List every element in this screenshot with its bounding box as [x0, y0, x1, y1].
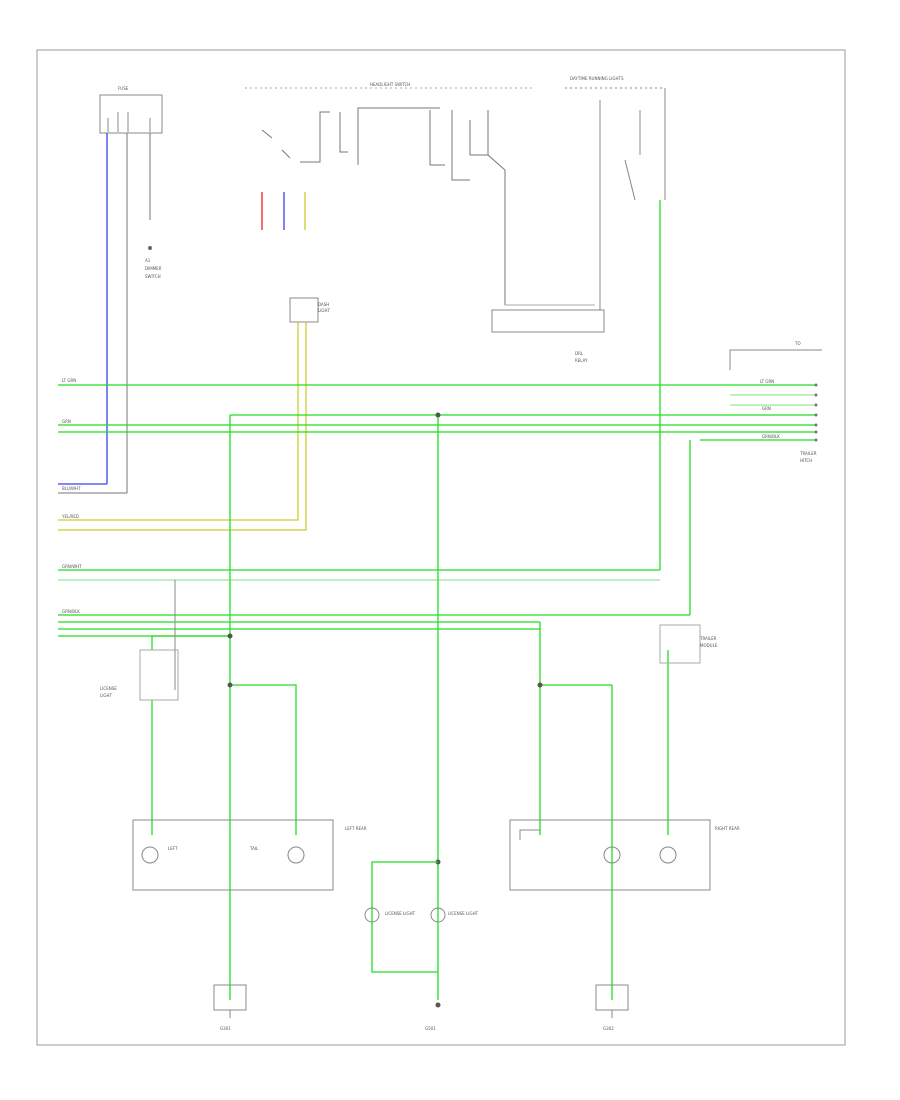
fuse-block-label: FUSE — [118, 86, 129, 91]
svg-text:LEFT: LEFT — [168, 846, 178, 851]
svg-text:A1: A1 — [145, 258, 151, 263]
wire-label-left-6: GRN/BLK — [62, 609, 80, 614]
license-lights — [364, 861, 446, 973]
svg-text:LICENSE: LICENSE — [100, 686, 117, 691]
ground-center-label: G501 — [425, 1026, 436, 1031]
switch-internals — [261, 107, 506, 305]
svg-text:DASH: DASH — [318, 302, 329, 307]
wire-label-grn-blk: GRN/BLK — [762, 434, 780, 439]
junction-dots — [227, 412, 543, 865]
license-left-label: LICENSE LIGHT — [385, 911, 416, 916]
svg-text:LIGHT: LIGHT — [318, 308, 331, 313]
module-left-small — [139, 649, 179, 701]
wire-yellow-pair — [58, 322, 307, 531]
dimmer-module — [289, 297, 319, 323]
relay-top-right — [491, 87, 666, 333]
wire-label-left-2: GRN — [62, 419, 71, 424]
svg-text:TAIL: TAIL — [249, 846, 259, 851]
ground-right-label: G302 — [603, 1026, 614, 1031]
green-verticals — [151, 200, 691, 1000]
wire-label-left-1: LT GRN — [62, 378, 76, 383]
svg-text:DIMMER: DIMMER — [145, 266, 162, 271]
green-bus — [58, 384, 815, 637]
diagram-border — [36, 49, 846, 1046]
left-fixture-label: LEFT REAR — [345, 826, 367, 831]
grounds — [213, 984, 629, 1018]
right-edge-pins — [814, 383, 818, 442]
svg-text:SWITCH: SWITCH — [145, 274, 161, 279]
svg-text:DAYTIME RUNNING LIGHTS: DAYTIME RUNNING LIGHTS — [570, 76, 624, 81]
left-rear-fixture — [132, 819, 334, 891]
wire-label-left-5: GRN/WHT — [62, 564, 82, 569]
svg-text:TRAILER: TRAILER — [799, 451, 817, 456]
connector-top-right — [729, 349, 822, 370]
svg-text:LIGHT: LIGHT — [100, 693, 113, 698]
right-fixture-label: RIGHT REAR — [715, 826, 740, 831]
wire-label-left-4: YEL/RED — [61, 514, 79, 519]
svg-text:MODULE: MODULE — [700, 643, 718, 648]
ground-left-label: G301 — [220, 1026, 231, 1031]
license-right-label: LICENSE LIGHT — [448, 911, 479, 916]
svg-text:TRAILER: TRAILER — [699, 636, 717, 641]
svg-text:HITCH: HITCH — [800, 458, 812, 463]
right-rear-fixture — [509, 819, 711, 891]
module-right-small — [659, 624, 701, 664]
svg-text:RELAY: RELAY — [575, 358, 588, 363]
svg-text:TO: TO — [794, 341, 801, 346]
wire-label-grn: GRN — [762, 406, 771, 411]
wire-label-lt-grn: LT GRN — [760, 379, 774, 384]
wire-label-left-3: BLU/WHT — [62, 486, 81, 491]
svg-text:DRL: DRL — [575, 351, 584, 356]
header-label: HEADLIGHT SWITCH — [370, 82, 410, 87]
fuse-block-top-left — [99, 94, 163, 134]
